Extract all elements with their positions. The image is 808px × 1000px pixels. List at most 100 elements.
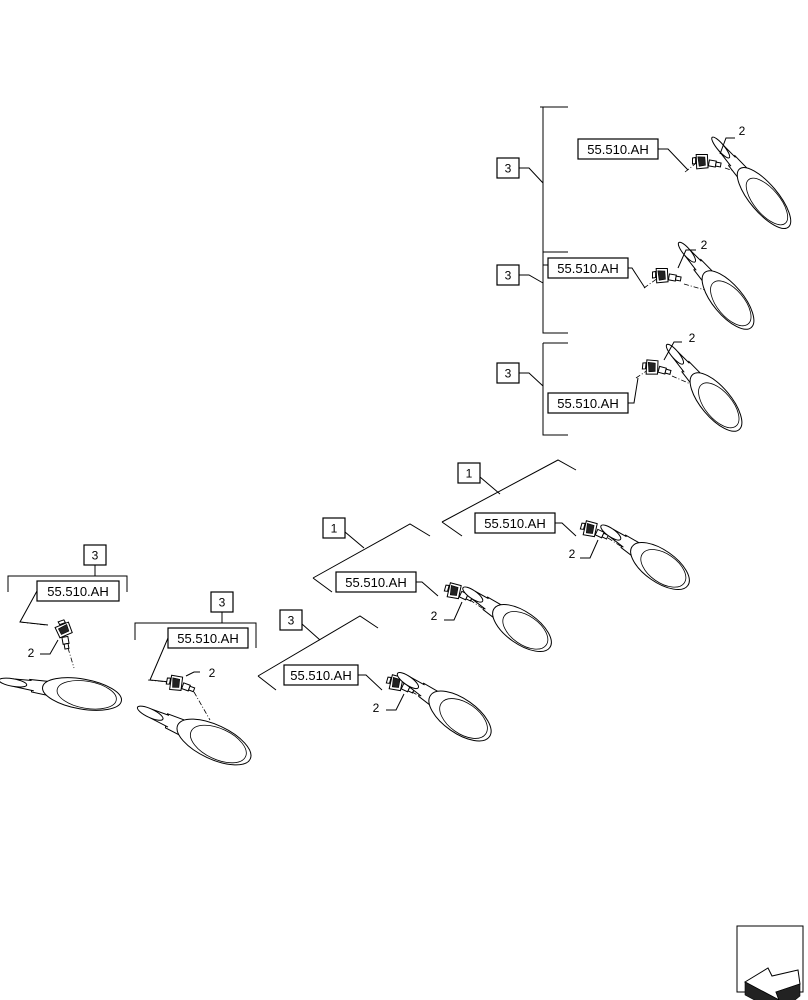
callout-1-middle: 1 [322, 517, 346, 539]
bulb-socket-tab [443, 584, 450, 592]
side-lamp-6 [396, 672, 492, 742]
bracket-left-b [134, 622, 257, 648]
leader-2-group-2 [677, 249, 696, 269]
callout-2-group-1: 2 [739, 124, 746, 138]
lamp-rim [176, 718, 252, 766]
bulb-socket-tab [691, 156, 697, 165]
callout-2-left-b: 2 [209, 666, 216, 680]
reference-55510ah-4[interactable]: 55.510.AH [474, 512, 556, 534]
callout-3-group-2: 3 [496, 264, 520, 286]
bulb-socket-7 [54, 619, 73, 650]
callout-2-group-2: 2 [701, 238, 708, 252]
lamp-lens [502, 611, 549, 650]
side-lamp-4 [600, 524, 690, 590]
bulb-glass [714, 161, 722, 168]
nav-arrow-side [744, 981, 780, 1000]
reference-code-label: 55.510.AH [345, 575, 406, 590]
bracket-diagonal-middle-end [312, 577, 333, 593]
callout-number: 3 [288, 614, 295, 628]
lamp-rim [630, 542, 690, 590]
leader-ref-8 [149, 637, 171, 683]
lamp-socket-opening [462, 586, 484, 603]
callout-number: 3 [505, 367, 512, 381]
lamp-socket-opening [711, 136, 731, 159]
leader-callout-3-group-3 [519, 372, 544, 387]
reference-55510ah-1[interactable]: 55.510.AH [577, 138, 659, 160]
bracket-group-2 [542, 251, 568, 334]
callout-2-diag-upper: 2 [569, 547, 576, 561]
leader-callout-1-upper [479, 476, 501, 495]
reference-55510ah-5[interactable]: 55.510.AH [335, 571, 417, 593]
leader-ref-5 [416, 581, 439, 597]
callout-3-group-1: 3 [496, 157, 520, 179]
next-page-arrow-icon[interactable] [736, 925, 804, 1000]
reference-55510ah-7[interactable]: 55.510.AH [36, 580, 120, 602]
reference-code-label: 55.510.AH [290, 668, 351, 683]
leader-2-group-3 [663, 341, 682, 361]
callout-3-group-3: 3 [496, 362, 520, 384]
reference-55510ah-6[interactable]: 55.510.AH [283, 664, 359, 686]
bulb-socket-terminal [585, 523, 595, 534]
lamp-lens [640, 549, 687, 588]
leader-2-diag-lower [386, 693, 405, 711]
bulb-glass [674, 275, 682, 282]
leader-ref-4 [555, 522, 577, 537]
callout-box-frame [279, 609, 303, 631]
bulb-socket-tab [165, 677, 172, 685]
leader-2-diag-middle [444, 601, 463, 621]
lamp-rim [736, 167, 792, 229]
lamp-rim [42, 677, 122, 711]
axis-top-7 [19, 621, 47, 626]
callout-2-left-a: 2 [28, 646, 35, 660]
bracket-diagonal-upper [441, 459, 577, 523]
leader-2-group-1 [719, 137, 735, 155]
reference-55510ah-8[interactable]: 55.510.AH [167, 627, 249, 649]
bracket-diagonal-middle [312, 523, 431, 579]
reference-code-label: 55.510.AH [557, 261, 618, 276]
bulb-socket-tab [641, 362, 647, 370]
leader-ref-6 [358, 674, 383, 691]
side-lamp-3 [665, 343, 743, 432]
lamp-socket-opening [665, 343, 685, 365]
bulb-socket-2 [651, 267, 682, 284]
callout-3-lower-diag: 3 [279, 609, 303, 631]
reference-code-label: 55.510.AH [484, 516, 545, 531]
leader-callout-3-group-2 [519, 274, 544, 284]
leader-ref-1 [658, 148, 689, 171]
axis-top-8 [147, 679, 169, 683]
side-lamp-7 [0, 677, 122, 711]
bulb-socket-terminal [57, 623, 70, 635]
callout-1-upper: 1 [457, 462, 481, 484]
reference-55510ah-2[interactable]: 55.510.AH [547, 257, 629, 279]
reference-code-label: 55.510.AH [47, 584, 108, 599]
callout-number: 3 [505, 269, 512, 283]
callout-number: 1 [331, 522, 338, 536]
bracket-diagonal-lower-end [257, 675, 277, 691]
bracket-group-3 [542, 342, 568, 436]
nav-arrow-front [775, 983, 801, 1000]
reference-code-label: 55.510.AH [177, 631, 238, 646]
callout-box-frame [457, 462, 481, 484]
lamp-socket-opening [0, 677, 28, 688]
bulb-glass [187, 685, 196, 693]
bulb-socket-tab [385, 676, 392, 684]
callout-number: 3 [92, 549, 99, 563]
lamp-socket-opening [600, 524, 622, 541]
leader-2-left-b [185, 671, 200, 677]
reference-55510ah-3[interactable]: 55.510.AH [547, 392, 629, 414]
bulb-socket-terminal [697, 156, 706, 167]
bulb-socket-tab [651, 270, 657, 279]
lamp-rim [492, 604, 552, 652]
callout-2-diag-middle: 2 [431, 609, 438, 623]
axis-lamp-8 [193, 691, 211, 721]
bulb-socket-tab [57, 619, 67, 626]
bulb-socket-1 [691, 153, 722, 170]
callout-box-frame [322, 517, 346, 539]
bracket-diagonal-upper-end [441, 521, 463, 537]
lamp-socket-opening [396, 672, 420, 690]
lamp-rim [428, 690, 492, 742]
bulb-socket-terminal [449, 585, 459, 596]
axis-top-2 [643, 277, 659, 289]
callout-3-left-b: 3 [210, 591, 234, 613]
